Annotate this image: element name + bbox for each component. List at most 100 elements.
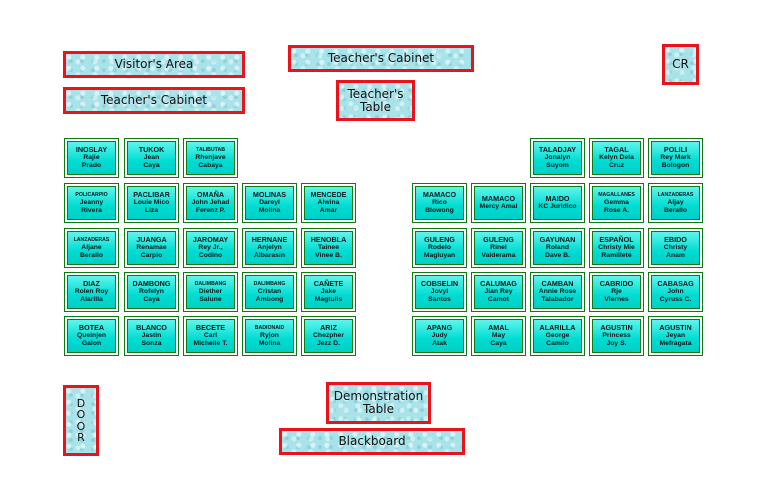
seat-first-name: Rinel Valderama (481, 244, 516, 259)
seat-first-name: Rey Jr., Codino (198, 244, 223, 259)
seat-first-name: Jeyan Mefragata (659, 332, 692, 347)
seat-first-name: Louie Mico Liza (133, 199, 170, 214)
seat-surname: BECETE (195, 323, 226, 333)
door-label: D O O R (76, 396, 86, 444)
teachers-cabinet-top-label: Teacher's Cabinet (327, 51, 435, 65)
seat-surname: LANZADERAS (657, 192, 694, 199)
seat-surname: HENOBLA (310, 235, 347, 245)
seat-surname: POLILI (663, 145, 688, 155)
seat-first-name: Ryjon Molina (258, 332, 281, 347)
seat-surname: MENCEDE (310, 190, 347, 200)
teachers-cabinet-left: Teacher's Cabinet (63, 87, 245, 114)
cr: CR (662, 44, 699, 85)
seat-surname: INOSLAY (75, 145, 108, 155)
seat-surname: ALARILLA (539, 323, 576, 333)
seat-first-name: Rico Blowong (425, 199, 454, 214)
seat-first-name: Christy Anam (663, 244, 688, 259)
seat-surname: GULENG (424, 235, 455, 245)
seat-first-name: Kelyn Dela Cruz (599, 154, 634, 169)
visitors-area: Visitor's Area (63, 51, 245, 78)
seat-surname: BOTEA (78, 323, 105, 333)
seat-surname: CABRIDO (599, 279, 634, 289)
seat-first-name: Diether Salune (198, 288, 223, 303)
seat-surname: JUANGA (136, 235, 167, 245)
seat-surname: JAROMAY (192, 235, 229, 245)
seat-first-name: Jake Magtulis (314, 288, 343, 303)
seat-surname: ESPAÑOL (599, 235, 634, 245)
seat-first-name: Jeanny Rivera (79, 199, 104, 214)
seat-surname: AMAL (488, 323, 509, 333)
seat-first-name: Anjelyn Albarasin (254, 244, 285, 259)
seat-surname: MAMACO (422, 190, 457, 200)
seat-surname: AGUSTIN (600, 323, 633, 333)
seat-first-name: Rey Mark Bologon (660, 154, 691, 169)
seat-first-name: KC Juridico (538, 203, 577, 211)
seat-surname: COBSELIN (420, 279, 459, 289)
seat-first-name: Rajie Prado (81, 154, 102, 169)
seat-first-name: Rhenjave Cabaya (195, 154, 226, 169)
seat-surname: APANG (426, 323, 453, 333)
seat-surname: BADIONAID (254, 325, 285, 332)
teachers-cabinet-top: Teacher's Cabinet (288, 45, 474, 72)
seat-first-name: John Jehad Ferenz P. (191, 199, 230, 214)
seat-surname: TALADJAY (538, 145, 577, 155)
seat-surname: TUKOK (138, 145, 165, 155)
seat-first-name: Aljay Berallo (663, 199, 688, 214)
seat-first-name: Jonalyn Suyom (544, 154, 571, 169)
seat-surname: MOLINAS (252, 190, 287, 200)
seat-surname: DALIMBANG (253, 281, 286, 288)
seat-first-name: Annie Rose Talabador (538, 288, 577, 303)
seat-surname: PACLIBAR (133, 190, 170, 200)
seat-first-name: Rodelo Magluyan (423, 244, 456, 259)
seat-first-name: Tainee Vinee B. (315, 244, 342, 259)
seat-first-name: Mercy Amal (479, 203, 518, 211)
seat-surname: HERNANE (251, 235, 288, 245)
seat-first-name: Chezpher Jezz D. (313, 332, 344, 347)
seat-first-name: Gemma Rose A. (603, 199, 630, 214)
seat-first-name: Jean Caya (143, 154, 160, 169)
seat-surname: DIAZ (83, 279, 100, 289)
seat-surname: CABASAG (657, 279, 694, 289)
blackboard-label: Blackboard (338, 434, 406, 448)
seat-surname: BLANCO (136, 323, 167, 333)
seat-surname: GAYUNAN (539, 235, 576, 245)
seat-first-name: Cristan Ambong (255, 288, 284, 303)
seat-first-name: Rje Viernes (604, 288, 629, 303)
seat-surname: POLICARPIO (75, 192, 108, 199)
seat-first-name: Christy Mie Ramillete (598, 244, 635, 259)
door: D O O R (63, 385, 99, 456)
seat-first-name: Alwina Amar (317, 199, 340, 214)
seat-first-name: Dareyl Molina (258, 199, 281, 214)
blackboard: Blackboard (279, 428, 465, 455)
demonstration-table-label: Demonstration Table (333, 389, 424, 416)
seat-surname: LANZADERAS (73, 237, 110, 244)
seat-first-name: Rofelyn Caya (139, 288, 164, 303)
seat-first-name: Carl Michelle T. (193, 332, 228, 347)
